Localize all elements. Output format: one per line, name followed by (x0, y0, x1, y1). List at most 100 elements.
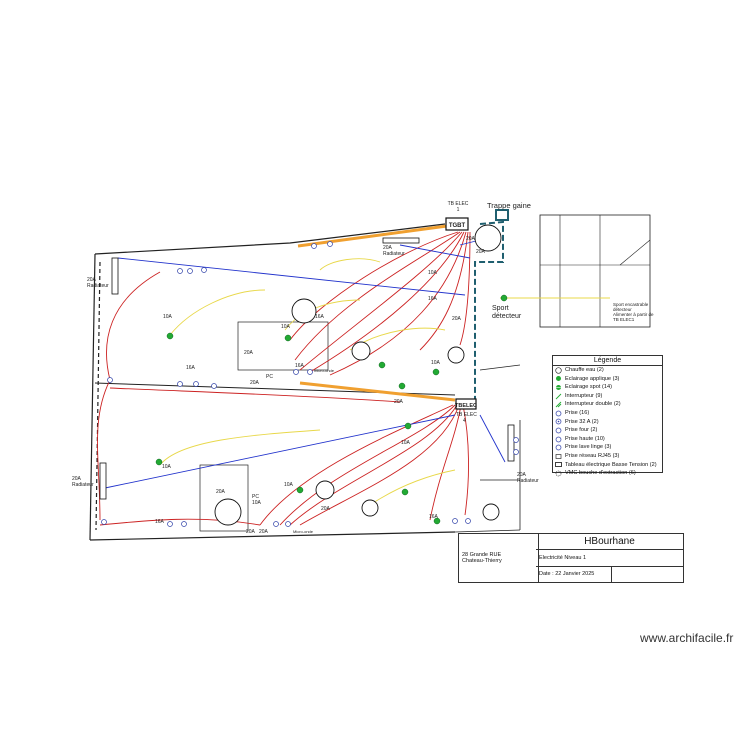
outlet-icon (513, 437, 519, 443)
outlet-32a-icon (555, 418, 562, 425)
room-small-top (237, 321, 329, 371)
legend-item: Prise lave linge (3) (553, 443, 662, 452)
outlet-icon (307, 369, 313, 375)
legend-item: Eclairage spot (14) (553, 383, 662, 392)
legend-item: Prise 32 A (2) (553, 418, 662, 427)
svg-text:20A: 20A (383, 245, 393, 251)
fixture-circle (315, 480, 335, 500)
tb-elec-4-panel: TBELEC (455, 398, 477, 410)
switch-icon (398, 382, 406, 390)
oven-outlet-icon (555, 427, 562, 434)
radiators (99, 237, 515, 500)
svg-text:Radiateur: Radiateur (383, 251, 405, 257)
svg-text:16A: 16A (428, 296, 438, 302)
legend-item: Interrupteur (9) (553, 392, 662, 401)
legend-item-label: Prise four (2) (565, 427, 598, 434)
fixture-circle (291, 298, 317, 324)
outlet-icon (327, 241, 333, 247)
svg-text:20A: 20A (87, 277, 97, 283)
fixture-circle (214, 498, 242, 526)
radiator (382, 237, 420, 244)
panel-icon (555, 461, 562, 468)
legend-item-label: Prise 32 A (2) (565, 418, 599, 425)
legend-item-label: Prise haute (10) (565, 435, 605, 442)
outlet-icon (167, 521, 173, 527)
outlet-icon (452, 518, 458, 524)
tb-elec-box-label: TBELEC (455, 403, 477, 409)
fixture-circle (351, 341, 371, 361)
legend-item-label: Eclairage spot (14) (565, 384, 612, 391)
svg-text:20A: 20A (259, 529, 269, 535)
legend-item-label: Chauffe eau (2) (565, 367, 604, 373)
svg-text:20A: 20A (466, 236, 476, 242)
svg-text:16A: 16A (295, 363, 305, 369)
radiator (111, 257, 119, 295)
svg-text:10A: 10A (252, 500, 262, 506)
svg-text:PC: PC (266, 374, 273, 380)
legend-item-label: Eclairage applique (3) (565, 375, 620, 382)
legend-item: Eclairage applique (3) (553, 375, 662, 384)
address-line-2: Chateau-Thierry (462, 558, 502, 564)
outlet-icon (177, 268, 183, 274)
double-switch-icon (555, 401, 562, 408)
svg-text:micro-onde: micro-onde (314, 368, 335, 373)
svg-text:20A: 20A (394, 399, 404, 405)
svg-text:4: 4 (463, 418, 466, 424)
switch-icon (166, 332, 174, 340)
round-fixtures (214, 224, 502, 526)
outlet-icon (273, 521, 279, 527)
svg-text:20A: 20A (517, 472, 527, 478)
legend-item: Prise (16) (553, 409, 662, 418)
legend-item-label: Tableau électrique Basse Tension (2) (565, 461, 657, 468)
svg-text:20A: 20A (72, 476, 82, 482)
svg-text:10A: 10A (281, 324, 291, 330)
svg-text:10A: 10A (401, 440, 411, 446)
fixture-circle (447, 346, 465, 364)
spot-light-icon (555, 384, 562, 391)
fixture-circle (474, 224, 502, 252)
switch-icon (433, 517, 441, 525)
legend-item-label: VMC bouche d'extraction (6) (565, 470, 636, 477)
svg-text:16A: 16A (186, 365, 196, 371)
water-heater-icon (555, 367, 562, 374)
svg-text:10A: 10A (431, 360, 441, 366)
wall-outline-top (94, 223, 446, 255)
fixture-circle (361, 499, 379, 517)
radiator (507, 424, 515, 462)
svg-text:1: 1 (457, 207, 460, 213)
svg-text:Sport encastrable: Sport encastrable (613, 302, 649, 307)
address-line-1: 28 Grande RUE (462, 552, 502, 558)
tgbt-label: TGBT (449, 223, 466, 229)
outlet-icon (181, 521, 187, 527)
switch-icon (432, 368, 440, 376)
svg-text:20A: 20A (321, 506, 331, 512)
legend-item: Chauffe eau (2) (553, 366, 662, 375)
owner-name: HBourhane (536, 534, 683, 550)
outlet-icon (285, 521, 291, 527)
switch-icon (555, 393, 562, 400)
outlet-icon (187, 268, 193, 274)
outlet-icon (101, 519, 107, 525)
project-name: Electricité Niveau 1 (536, 550, 683, 567)
outlet-icon (211, 383, 217, 389)
switch-icon (500, 294, 508, 302)
legend-item-label: Interrupteur (9) (565, 392, 603, 399)
svg-text:16A: 16A (429, 514, 439, 520)
switch-symbols (155, 294, 508, 525)
switch-icon (378, 361, 386, 369)
project-date: Date : 22 Janvier 2025 (536, 567, 612, 582)
wall-light-icon (555, 375, 562, 382)
main-feeds (297, 224, 456, 402)
legend-item: Prise haute (10) (553, 435, 662, 444)
outlet-icon (465, 518, 471, 524)
svg-text:détecteur: détecteur (613, 307, 632, 312)
svg-text:10A: 10A (163, 314, 173, 320)
svg-text:16A: 16A (155, 519, 165, 525)
washer-outlet-icon (555, 444, 562, 451)
svg-text:détecteur: détecteur (492, 313, 522, 320)
svg-text:10A: 10A (428, 270, 438, 276)
svg-text:Micro-onde: Micro-onde (293, 529, 314, 534)
outlet-icon (177, 381, 183, 387)
svg-text:Radiateur: Radiateur (517, 478, 539, 484)
